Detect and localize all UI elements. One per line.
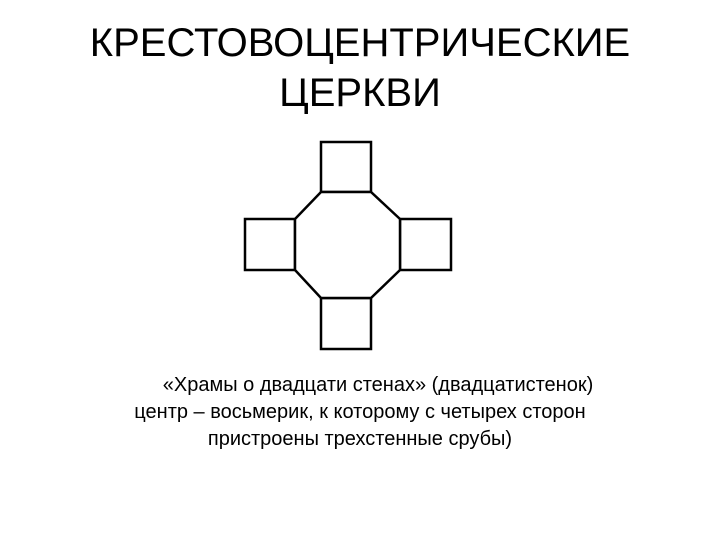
caption-line-1: «Храмы о двадцати стенах» (двадцатистено…	[162, 374, 594, 396]
caption-line-2: центр – восьмерик, к которому с четырех …	[134, 401, 586, 423]
annex-right	[398, 217, 453, 272]
central-octagon	[293, 190, 402, 300]
annex-bottom	[319, 296, 373, 351]
caption: «Храмы о двадцати стенах» (двадцатистено…	[0, 372, 720, 453]
caption-line-3: пристроены трехстенные срубы)	[207, 428, 513, 450]
annex-top	[319, 140, 373, 194]
annex-left	[243, 217, 297, 272]
title-line-1: КРЕСТОВОЦЕНТРИЧЕСКИЕ	[89, 21, 631, 65]
slide-title: КРЕСТОВОЦЕНТРИЧЕСКИЕ ЦЕРКВИ	[0, 18, 720, 118]
title-line-2: ЦЕРКВИ	[279, 71, 441, 115]
